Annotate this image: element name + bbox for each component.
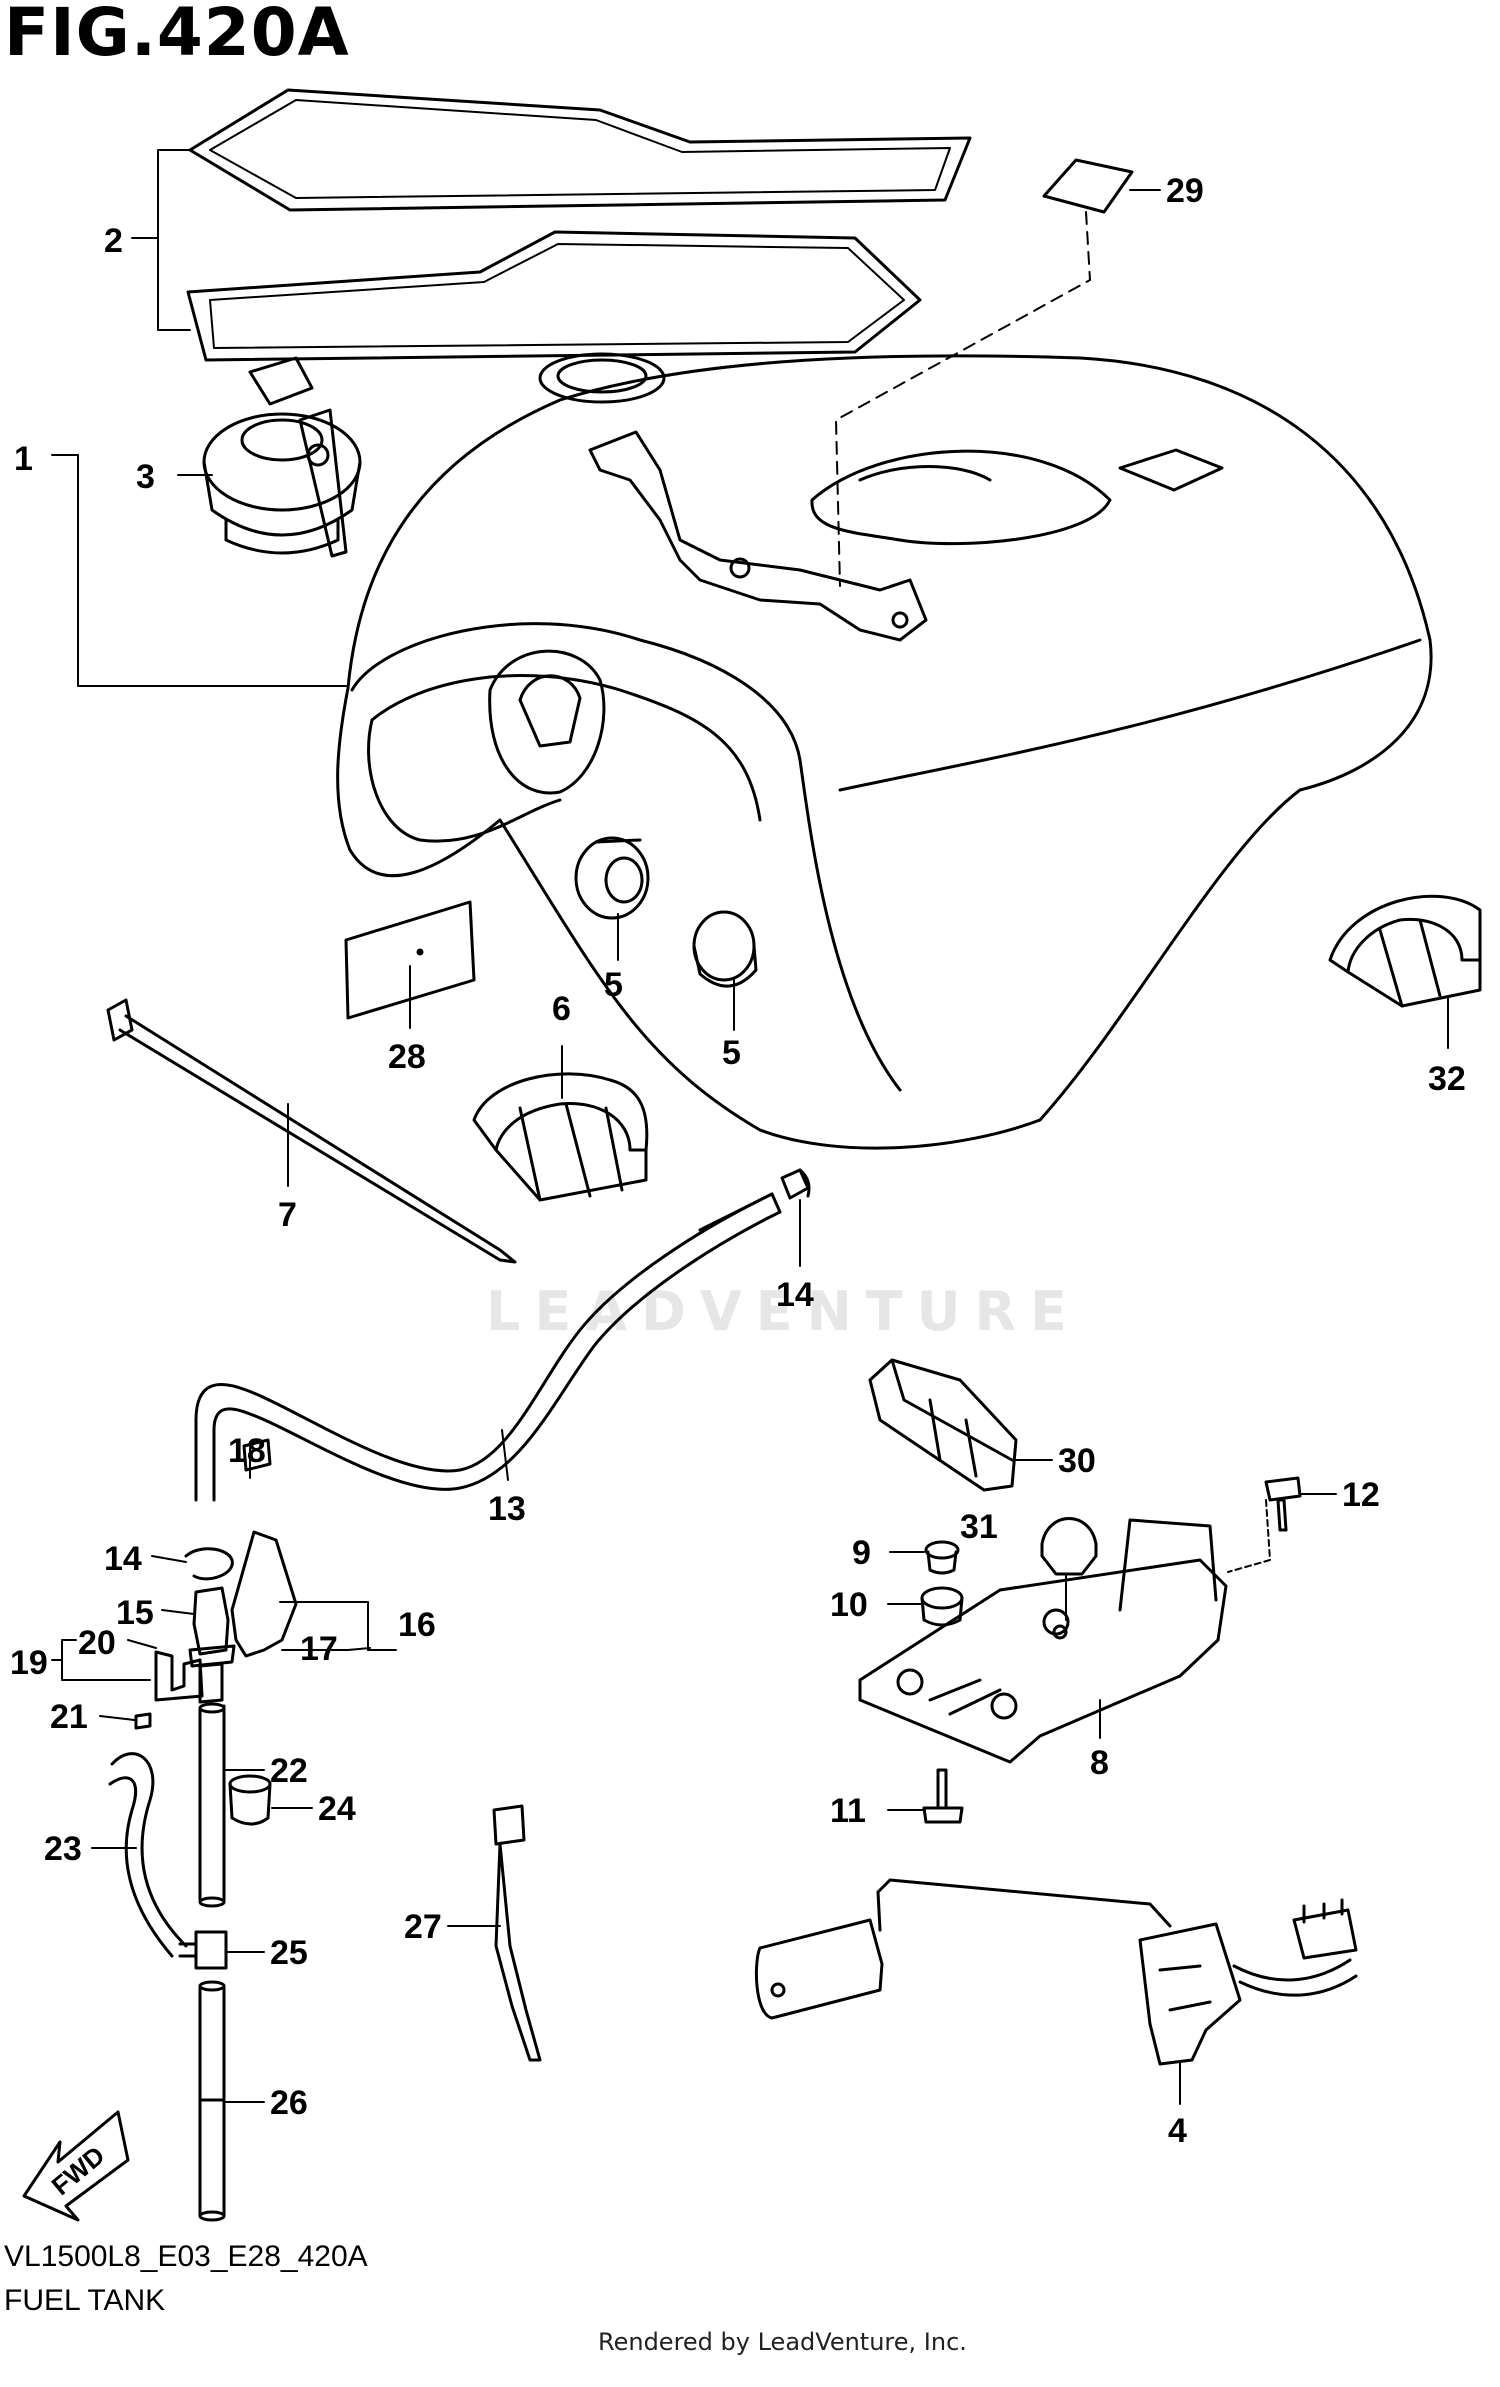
callout-31: 31	[960, 1508, 998, 1546]
callout-30: 30	[1058, 1442, 1096, 1480]
callout-7: 7	[278, 1196, 297, 1234]
callout-11: 11	[830, 1792, 866, 1830]
figure-title: FIG.420A	[4, 0, 350, 71]
three-way-joint	[178, 1930, 228, 1970]
callout-16: 16	[398, 1606, 436, 1644]
rear-rubber-cushion	[1328, 894, 1482, 1008]
callout-12: 12	[1342, 1476, 1380, 1514]
caution-label	[344, 900, 476, 1020]
forward-arrow-icon	[22, 2110, 130, 2222]
fuel-tank	[336, 352, 1433, 1150]
bolt-11	[922, 1768, 964, 1824]
callout-14-lower: 14	[104, 1540, 142, 1578]
callout-23: 23	[44, 1830, 82, 1868]
callout-4: 4	[1168, 2112, 1187, 2150]
callout-14-upper: 14	[776, 1276, 814, 1314]
cable-tie-long	[106, 998, 517, 1264]
hose-clamp-upper	[780, 1168, 811, 1200]
callout-21: 21	[50, 1698, 88, 1736]
cushion-31	[1040, 1517, 1098, 1576]
breather-valve-assembly	[134, 1438, 298, 1730]
cushion-block	[868, 1358, 1018, 1492]
callout-1: 1	[14, 440, 33, 478]
callout-8: 8	[1090, 1744, 1109, 1782]
tank-rubber-cushion	[472, 1072, 649, 1202]
callout-27: 27	[404, 1908, 442, 1946]
callout-20: 20	[78, 1624, 116, 1662]
callout-6: 6	[552, 990, 571, 1028]
watermark-text: LEADVENTURE	[486, 1280, 1081, 1343]
hose-23	[108, 1752, 188, 1958]
cable-tie-short	[492, 1804, 542, 2062]
callout-18: 18	[228, 1432, 266, 1470]
fuel-cap	[202, 356, 362, 558]
fuel-pump-bracket	[858, 1518, 1228, 1764]
callout-22: 22	[270, 1752, 308, 1790]
callout-28: 28	[388, 1038, 426, 1076]
callout-15: 15	[116, 1594, 154, 1632]
callout-17: 17	[300, 1630, 338, 1668]
callout-29: 29	[1166, 172, 1204, 210]
cushion-10	[920, 1586, 964, 1627]
fuel-level-gauge	[754, 1878, 1358, 2066]
callout-26: 26	[270, 2084, 308, 2122]
bolt-12	[1264, 1476, 1302, 1532]
breather-hose	[194, 1192, 782, 1502]
callout-3: 3	[136, 458, 155, 496]
callout-19: 19	[10, 1644, 48, 1682]
cushion-grommet-2	[692, 910, 758, 988]
model-code: VL1500L8_E03_E28_420A	[4, 2240, 368, 2273]
callout-32: 32	[1428, 1060, 1466, 1098]
section-name: FUEL TANK	[4, 2284, 166, 2317]
grommet-9	[924, 1540, 960, 1575]
callout-5b: 5	[722, 1034, 741, 1072]
hose-cap-24	[228, 1774, 272, 1826]
hose-26	[198, 1980, 226, 2222]
tank-decal-upper	[188, 88, 972, 212]
callout-9: 9	[852, 1534, 871, 1572]
callout-24: 24	[318, 1790, 356, 1828]
label-sticker	[1042, 158, 1134, 214]
hose-22	[198, 1702, 226, 1908]
tank-decal-lower	[186, 230, 922, 362]
rendered-by-credit: Rendered by LeadVenture, Inc.	[598, 2328, 967, 2356]
cushion-grommet-1	[574, 836, 650, 920]
callout-10: 10	[830, 1586, 868, 1624]
callout-5a: 5	[604, 966, 623, 1004]
callout-25: 25	[270, 1934, 308, 1972]
callout-2: 2	[104, 222, 123, 260]
callout-13: 13	[488, 1490, 526, 1528]
